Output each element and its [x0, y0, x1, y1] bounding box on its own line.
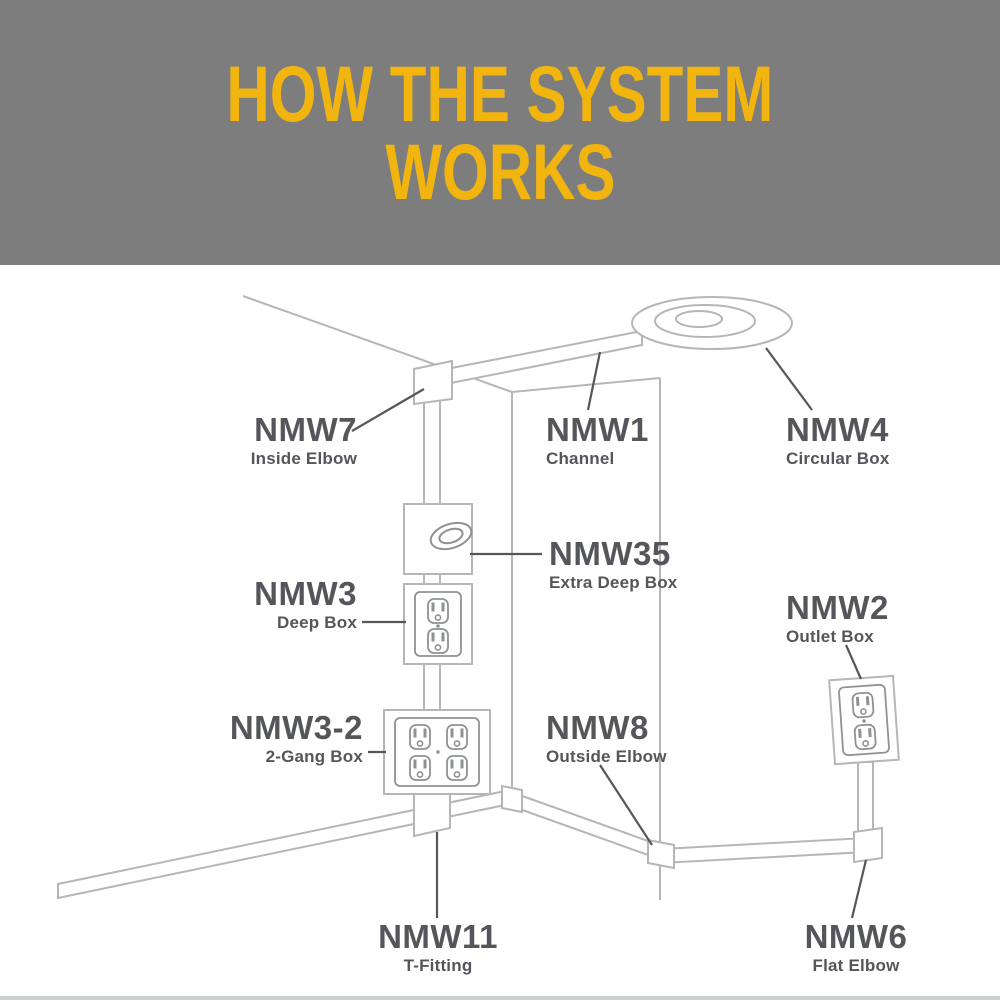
label-nmw35: NMW35 Extra Deep Box: [549, 537, 677, 593]
leader-nmw1: [586, 351, 602, 411]
ceiling-channel: [435, 329, 643, 388]
label-nmw2: NMW2 Outlet Box: [786, 591, 889, 647]
header-banner: HOW THE SYSTEM WORKS: [0, 0, 1000, 265]
right-baseboard-channel: [661, 836, 867, 865]
part-code: NMW4: [786, 411, 889, 448]
leader-nmw7: [351, 388, 425, 432]
part-code: NMW35: [549, 535, 671, 572]
part-desc: Extra Deep Box: [549, 573, 678, 592]
part-code: NMW11: [378, 918, 498, 955]
part-code: NMW3: [254, 575, 357, 612]
part-desc: Channel: [546, 449, 615, 468]
label-nmw8: NMW8 Outside Elbow: [546, 711, 667, 767]
part-desc: Inside Elbow: [250, 449, 357, 468]
extra-deep-box-drawing: [403, 503, 473, 575]
outlet-box-drawing: [828, 674, 900, 766]
banner-title-line1: HOW THE SYSTEM: [226, 48, 774, 138]
label-nmw3-2: NMW3-2 2-Gang Box: [230, 711, 363, 767]
leader-lines: [351, 347, 868, 919]
label-nmw11: NMW11 T-Fitting: [378, 920, 498, 976]
leader-nmw8: [599, 764, 653, 846]
inside-elbow-drawing: [413, 359, 453, 406]
part-code: NMW3-2: [229, 709, 363, 746]
label-nmw6: NMW6 Flat Elbow: [805, 920, 908, 976]
part-code: NMW1: [546, 411, 649, 448]
outside-elbow-drawing: [647, 838, 675, 870]
label-nmw4: NMW4 Circular Box: [786, 413, 890, 469]
part-desc: Flat Elbow: [812, 956, 900, 975]
flat-elbow-drawing: [853, 826, 883, 864]
bottom-edge-strip: [0, 996, 1000, 1000]
part-code: NMW8: [546, 709, 649, 746]
part-desc: 2-Gang Box: [265, 747, 363, 766]
part-code: NMW2: [786, 589, 889, 626]
leader-nmw6: [850, 859, 868, 919]
part-desc: Deep Box: [276, 613, 357, 632]
label-nmw1: NMW1 Channel: [546, 413, 649, 469]
outside-corner-fitting: [501, 784, 523, 814]
circular-box-drawing: [631, 296, 793, 350]
part-desc: Outlet Box: [786, 627, 874, 646]
deep-box-drawing: [403, 583, 473, 665]
leader-nmw2: [844, 644, 863, 680]
two-gang-box-drawing: [383, 709, 491, 795]
label-nmw7: NMW7 Inside Elbow: [251, 413, 357, 469]
part-desc: Circular Box: [786, 449, 890, 468]
label-nmw3: NMW3 Deep Box: [254, 577, 357, 633]
part-code: NMW7: [254, 411, 357, 448]
banner-title-line2: WORKS: [384, 126, 616, 216]
leader-nmw4: [765, 347, 813, 411]
part-code: NMW6: [804, 918, 908, 955]
part-desc: T-Fitting: [403, 956, 473, 975]
part-desc: Outside Elbow: [546, 747, 667, 766]
